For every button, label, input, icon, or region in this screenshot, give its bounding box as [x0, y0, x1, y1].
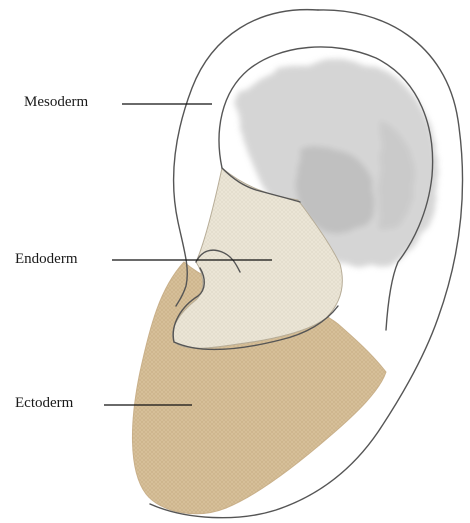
endoderm-label: Endoderm — [15, 252, 77, 267]
ectoderm-label: Ectoderm — [15, 396, 73, 411]
mesoderm-label: Mesoderm — [24, 95, 88, 110]
